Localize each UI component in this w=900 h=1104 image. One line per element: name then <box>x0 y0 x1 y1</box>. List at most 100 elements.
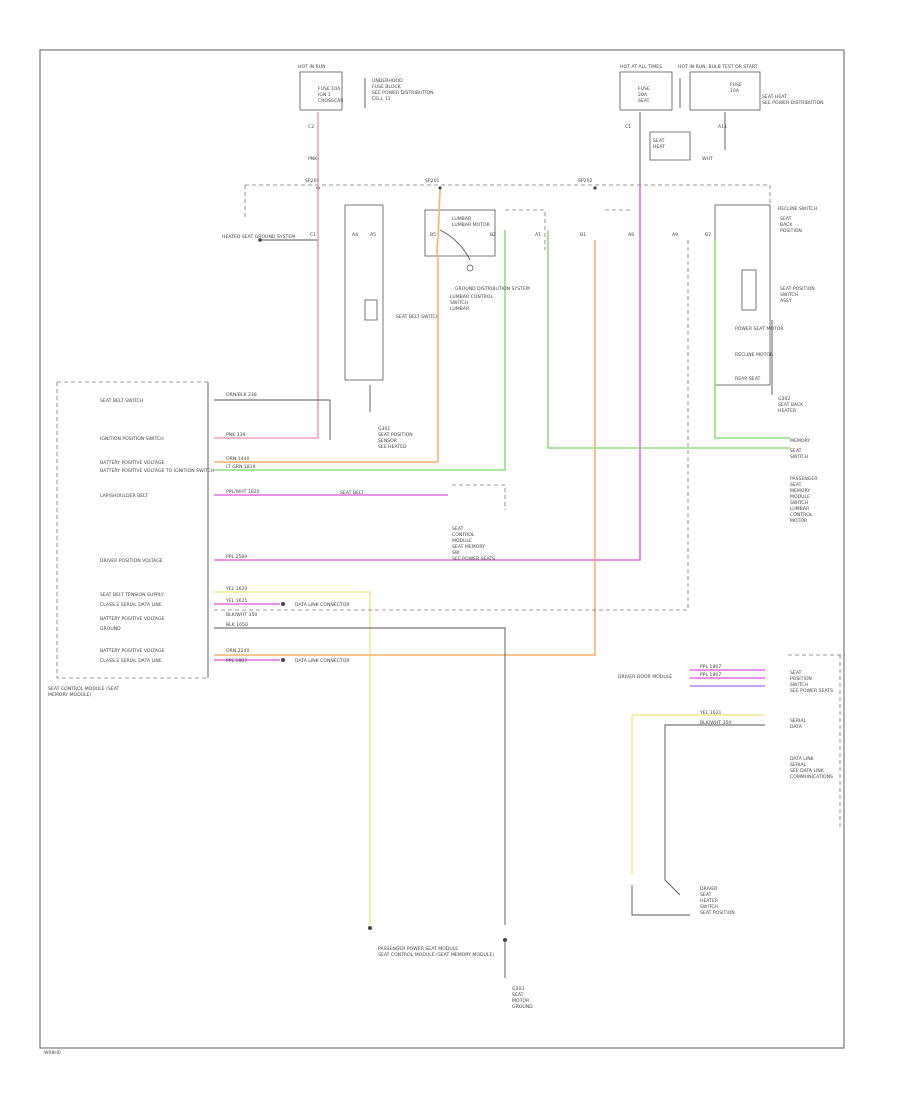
lumbar-switch-path <box>439 229 471 261</box>
memory-seat-1: SEAT <box>790 448 802 454</box>
input-wire-10: ORN 2240 <box>226 648 249 654</box>
input-wire-1: PNK 339 <box>226 432 246 438</box>
fuse-right-l2: SEAT <box>638 98 650 104</box>
driver-seat-3: SWITCH <box>700 904 718 910</box>
passenger-module-group: MEMORY SEAT SWITCH PASSENGER SEAT MEMORY… <box>790 438 818 524</box>
wire-green-3 <box>714 240 790 439</box>
splice-c-node <box>593 186 597 190</box>
lap-belt-label: SEAT BELT <box>340 490 364 496</box>
passenger-desc-0: SEAT <box>452 526 464 532</box>
fuse-right-box <box>619 71 673 111</box>
seat-back-0: SEAT <box>780 216 792 222</box>
fuse-left-title: HOT IN RUN <box>298 64 326 70</box>
data-link-node-2 <box>281 658 285 662</box>
rb-wire-0: PPL 1807 <box>700 664 721 670</box>
memory-seat-2: SWITCH <box>790 454 808 460</box>
seat-control-module: SEAT CONTROL MODULE (SEAT MEMORY MODULE) <box>48 381 209 698</box>
splice-b-node <box>438 186 442 190</box>
seat-motor-label: POWER SEAT MOTOR <box>735 326 784 332</box>
pin-6: A1 <box>535 232 541 238</box>
serial-data-0: SERIAL <box>790 718 807 724</box>
passenger-desc-5: SEE POWER SEATS <box>452 556 495 562</box>
input-label-2: BATTERY POSITIVE VOLTAGE <box>100 460 165 466</box>
passenger-desc-4: SW <box>452 550 460 556</box>
wire-orange-1 <box>214 189 441 463</box>
input-wire-6: YEL 1620 <box>225 586 247 592</box>
pin-8: A8 <box>628 232 634 238</box>
data-link-label: DATA LINK CONNECTOR <box>295 602 350 608</box>
serial-connectors-left: DATA LINK CONNECTOR DATA LINK CONNECTOR <box>281 602 350 664</box>
lumbar-mot-label: LUMBAR MOTOR <box>452 222 491 228</box>
wire-yellow <box>214 591 371 925</box>
lumbar-motor-circle <box>466 264 474 272</box>
seat-back2-1: HEATER <box>778 408 797 414</box>
seat-switch-box <box>344 204 384 381</box>
wire-orange-2 <box>214 240 596 656</box>
fuse-left-l1: IGN 1 <box>318 92 331 98</box>
fuse-left-pin: C2 <box>308 124 314 130</box>
fuse-left-l0: FUSE 10A <box>318 86 341 92</box>
pin-9: A9 <box>672 232 678 238</box>
term-yellow-node <box>368 926 372 930</box>
lumbar-ctrl-2: LUMBAR <box>450 306 470 312</box>
input-label-5: DRIVER POSITION VOLTAGE <box>100 558 163 564</box>
lumbar-label: LUMBAR <box>452 216 472 222</box>
input-label-1: IGNITION POSITION SWITCH <box>100 436 164 442</box>
sheet-code: W08H0 <box>44 1050 61 1056</box>
recline-box <box>714 204 771 386</box>
data-link-node <box>281 602 285 606</box>
ground-left-label: G301 <box>378 426 390 432</box>
fuse-left-n1: FUSE BLOCK <box>372 84 402 90</box>
pin-10: B7 <box>705 232 711 238</box>
input-label-11: CLASS 2 SERIAL DATA LINE <box>100 658 162 664</box>
pin-1: C1 <box>310 232 316 238</box>
input-wire-2: ORN 1440 <box>226 456 249 462</box>
ground-bottom-3: GROUND <box>512 1004 533 1010</box>
lumbar-ctrl-0: LUMBAR CONTROL <box>450 294 493 300</box>
ground-bottom-0: G303 <box>512 986 524 992</box>
seat-ctrl-module-label: SEAT CONTROL MODULE (SEAT MEMORY MODULE) <box>378 952 494 958</box>
relay-box-text: SEAT <box>653 138 665 144</box>
recline-label: RECLINE SWITCH <box>778 206 817 212</box>
ground-hs-group: HEATED SEAT GROUND SYSTEM <box>222 234 318 242</box>
input-wire-4: PPL/WHT 1820 <box>226 489 260 495</box>
input-wire-8: BLK/WHT 350 <box>226 612 257 618</box>
passenger-seat-2: MEMORY <box>790 488 810 494</box>
left-input-labels: SEAT BELT SWITCH ORN/BLK 238 IGNITION PO… <box>100 392 260 664</box>
pin-3: A5 <box>370 232 376 238</box>
input-label-9: GROUND <box>100 626 121 632</box>
wire-pink <box>214 112 319 439</box>
fuse-right2-box <box>689 71 761 111</box>
relay-box-text2: HEAT <box>653 144 665 150</box>
memory-seat-0: MEMORY <box>790 438 810 444</box>
driver-seat-0: DRIVER <box>700 886 718 892</box>
switch-arm <box>664 879 681 896</box>
ground-hs-label: HEATED SEAT GROUND SYSTEM <box>222 234 295 240</box>
wire-ground-main <box>214 627 506 925</box>
wire-green-2 <box>547 230 790 449</box>
pin-2: A4 <box>352 232 358 238</box>
fuse-block-left: HOT IN RUN FUSE 10A IGN 1 CROSSCAR UNDER… <box>298 64 434 162</box>
seat-back-2: POSITION <box>780 228 802 234</box>
wire-label-wht: WHT <box>702 156 713 162</box>
rb-line-3: SEE POWER SEATS <box>790 688 833 694</box>
seat-switch-label: SEAT BELT SWITCH <box>396 314 439 320</box>
bottom-terminals: PASSENGER POWER SEAT MODULE SEAT CONTROL… <box>368 926 533 1010</box>
module-label-1: MEMORY MODULE) <box>48 692 92 698</box>
pin-7: B1 <box>580 232 586 238</box>
driver-switch-1: SWITCH <box>780 292 798 298</box>
fuse-left-box <box>299 71 343 111</box>
module-label-0: SEAT CONTROL MODULE (SEAT <box>48 686 120 692</box>
passenger-seat-5: LUMBAR <box>790 506 810 512</box>
fuse-left-n0: UNDERHOOD <box>372 78 403 84</box>
lumbar-box <box>424 209 496 257</box>
bottom-left-2: SEE HEATED <box>378 444 407 450</box>
rb2-wire-1: BLK/WHT 350 <box>700 720 731 726</box>
rb2-label-2: SEE DATA LINK <box>790 768 825 774</box>
seat-back-1: BACK <box>780 222 793 228</box>
ground-dist-label: GROUND DISTRIBUTION SYSTEM <box>455 286 530 292</box>
driver-seat-heater-switch: DRIVER SEAT HEATER SWITCH SEAT POSITION <box>664 879 735 916</box>
fuse-left-wire: PNK <box>308 156 318 162</box>
